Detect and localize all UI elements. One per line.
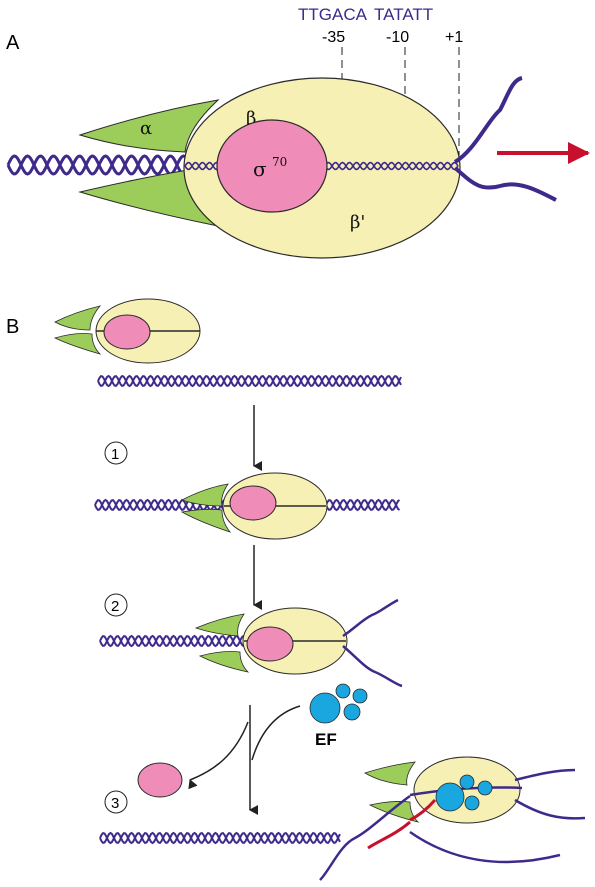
panel-a-label: A	[6, 32, 20, 54]
sequence-minus35: TTGACA	[298, 5, 368, 24]
dna-strand-2	[6, 154, 191, 176]
position-minus10-label: -10	[386, 29, 409, 46]
dna-helix	[6, 154, 191, 176]
open-complex	[194, 598, 403, 688]
beta-label: β	[246, 108, 256, 129]
dna-free	[97, 374, 402, 388]
ef-label: EF	[315, 730, 337, 749]
step-2-label: 2	[111, 598, 119, 615]
dna-strand-2	[99, 831, 341, 845]
elongation-complex	[319, 756, 586, 881]
template-strand-top	[453, 76, 523, 164]
panel-b-label: B	[6, 316, 19, 338]
step-2-marker	[104, 593, 128, 617]
sigma-superscript: 70	[272, 155, 287, 169]
step-3-marker	[104, 790, 128, 814]
released-sigma	[137, 762, 183, 798]
sigma-factor	[216, 119, 328, 213]
position-plus1-label: +1	[445, 29, 463, 46]
sigma-label: σ	[253, 157, 267, 181]
alpha-label: α	[140, 118, 152, 139]
dna-strand-1	[99, 831, 341, 845]
sequence-minus10: TATATT	[374, 5, 433, 24]
step-1-marker	[104, 441, 128, 465]
position-minus35-label: -35	[322, 29, 345, 46]
dna-elongation-complex	[99, 831, 341, 845]
sigma-release-arrow	[188, 721, 249, 790]
template-strand-bottom	[453, 166, 557, 202]
elongation-factor-cluster	[309, 683, 368, 724]
step-3-label: 3	[111, 795, 119, 812]
closed-complex	[180, 472, 328, 540]
holoenzyme-free	[53, 298, 201, 364]
alpha-subunit-top	[78, 99, 220, 153]
step-1-label: 1	[111, 446, 119, 463]
dna-strand-2	[97, 374, 402, 388]
beta-prime-label: β'	[350, 212, 365, 233]
ef-entry-arrow	[251, 705, 301, 761]
